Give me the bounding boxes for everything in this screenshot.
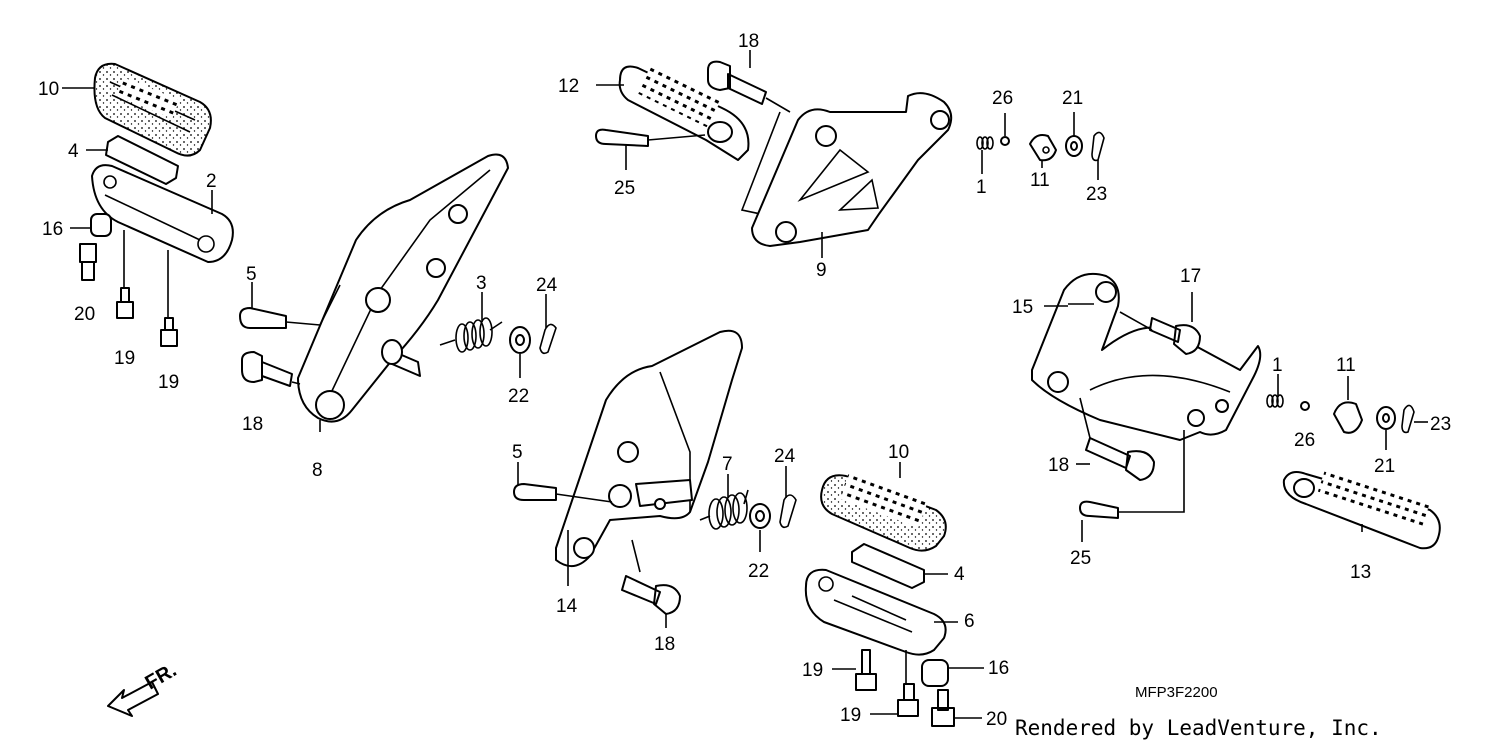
bolt-20-right[interactable] <box>931 689 955 727</box>
washer-22-center[interactable] <box>749 503 771 529</box>
callout-10-left: 10 <box>38 79 59 100</box>
callout-9: 9 <box>816 260 827 281</box>
plate-11-top[interactable] <box>1029 134 1057 162</box>
rider-hanger-center-assembly <box>513 329 797 615</box>
callout-20-center: 20 <box>986 709 1007 730</box>
callout-16-left: 16 <box>42 219 63 240</box>
callout-19-left-b: 19 <box>158 372 179 393</box>
callout-25-top: 25 <box>614 178 635 199</box>
bolt-19d-right[interactable] <box>897 683 919 717</box>
callout-11-right: 11 <box>1336 355 1356 376</box>
callout-15: 15 <box>1012 297 1033 318</box>
passenger-peg-right-top-assembly <box>595 60 953 258</box>
passenger-hanger-right-assembly <box>1031 272 1441 550</box>
callout-5-center: 5 <box>512 442 523 463</box>
callout-3: 3 <box>476 273 487 294</box>
bolt-18-right[interactable] <box>1085 437 1155 481</box>
bracket-9[interactable] <box>751 92 953 247</box>
callout-19-center-b: 19 <box>840 705 861 726</box>
hanger-15[interactable] <box>1031 272 1262 441</box>
callout-10-center: 10 <box>888 442 909 463</box>
bushing-right[interactable] <box>921 659 949 687</box>
callout-26-right: 26 <box>1294 430 1315 451</box>
callout-14: 14 <box>556 596 578 617</box>
peg-plate-right[interactable] <box>851 543 925 589</box>
callout-20-left: 20 <box>74 304 95 325</box>
callout-21-right: 21 <box>1374 456 1395 477</box>
spring-1-right[interactable] <box>1266 394 1284 408</box>
callout-17: 17 <box>1180 266 1201 287</box>
pin-5-center[interactable] <box>513 483 557 501</box>
callout-18-top: 18 <box>738 31 759 52</box>
front-direction-arrow: FR. <box>107 659 180 717</box>
top-right-small-parts <box>976 112 1105 180</box>
callout-2: 2 <box>206 171 217 192</box>
pin-25-top[interactable] <box>595 128 649 147</box>
callout-18-right: 18 <box>1048 455 1069 476</box>
render-credit: Rendered by LeadVenture, Inc. <box>1015 716 1382 740</box>
pin-25-right[interactable] <box>1079 500 1119 519</box>
plate-11-right[interactable] <box>1333 401 1363 434</box>
washer-21-top[interactable] <box>1065 135 1083 157</box>
spring-7[interactable] <box>699 489 749 530</box>
cotter-23-right[interactable] <box>1401 404 1415 434</box>
cotter-23-top[interactable] <box>1091 131 1105 162</box>
callout-24-left: 24 <box>536 275 558 296</box>
callout-4-left: 4 <box>68 141 79 162</box>
callout-6: 6 <box>964 611 975 632</box>
bolt-18-center[interactable] <box>621 575 681 615</box>
callout-19-left-a: 19 <box>114 348 135 369</box>
callout-13: 13 <box>1350 562 1371 583</box>
bushing-left[interactable] <box>90 213 112 237</box>
callout-11-top: 11 <box>1030 170 1050 191</box>
callout-7: 7 <box>722 454 733 475</box>
callout-23-top: 23 <box>1086 184 1107 205</box>
ball-26-right[interactable] <box>1300 401 1310 411</box>
rider-footpeg-right-assembly <box>804 470 955 727</box>
callout-23-right: 23 <box>1430 414 1451 435</box>
callout-19-center-a: 19 <box>802 660 823 681</box>
spring-1-top[interactable] <box>976 136 994 150</box>
cotter-pin-24-left[interactable] <box>539 323 557 355</box>
rider-footpeg-left-assembly <box>79 62 234 347</box>
callout-4-center: 4 <box>954 564 965 585</box>
callout-24-center: 24 <box>774 446 796 467</box>
washer-21-right[interactable] <box>1376 406 1396 430</box>
bolt-19a-left[interactable] <box>116 287 134 319</box>
peg-plate-left[interactable] <box>105 135 179 185</box>
callout-8: 8 <box>312 460 323 481</box>
hanger-14[interactable] <box>555 329 743 567</box>
spring-3[interactable] <box>439 317 503 353</box>
callout-1-right: 1 <box>1272 355 1283 376</box>
pin-5-left[interactable] <box>239 307 287 329</box>
cotter-pin-24-center[interactable] <box>779 494 797 529</box>
peg-bracket-6[interactable] <box>804 568 947 656</box>
callout-18-left: 18 <box>242 414 263 435</box>
callout-5-left: 5 <box>246 264 257 285</box>
bolt-18-left[interactable] <box>241 351 293 387</box>
bolt-19c-right[interactable] <box>855 649 877 691</box>
bolt-19b-left[interactable] <box>160 317 178 347</box>
callout-21-top: 21 <box>1062 88 1083 109</box>
callout-18-center: 18 <box>654 634 675 655</box>
bolt-18-top[interactable] <box>707 60 767 105</box>
washer-22-left[interactable] <box>509 326 531 354</box>
callout-26-top: 26 <box>992 88 1013 109</box>
callout-labels: 10 4 2 16 20 19 19 5 18 8 3 24 22 12 18 … <box>38 31 1451 730</box>
callout-16-center: 16 <box>988 658 1009 679</box>
callout-22-left: 22 <box>508 386 529 407</box>
bolt-17[interactable] <box>1149 317 1201 355</box>
callout-25-right: 25 <box>1070 548 1091 569</box>
callout-22-center: 22 <box>748 561 769 582</box>
callout-1-top: 1 <box>976 177 987 198</box>
bolt-20-left[interactable] <box>79 243 97 281</box>
diagram-code: MFP3F2200 <box>1135 684 1218 701</box>
callout-12: 12 <box>558 76 579 97</box>
rider-hanger-left-assembly <box>239 153 557 432</box>
ball-26-top[interactable] <box>1000 136 1010 146</box>
